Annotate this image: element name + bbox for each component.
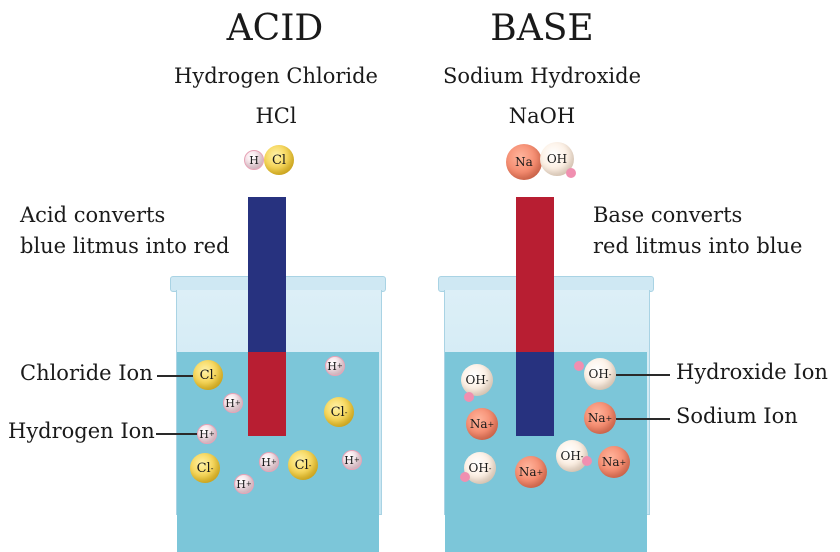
sodium-ion: Na+ [584,402,616,434]
acid-litmus-strip-blue [248,197,286,352]
hydroxide-hydrogen-dot [574,361,584,371]
acid-description: Acid converts blue litmus into red [20,203,230,258]
sodium-ion-label: Sodium Ion [676,404,798,428]
chloride-ion: Cl- [324,397,354,427]
chloride-ion: Cl- [288,450,318,480]
hydroxide-hydrogen-dot [582,456,592,466]
hydroxide-ion-leader [616,374,670,376]
hydrogen-ion: H+ [234,474,254,494]
hcl-chlorine-atom: Cl [264,145,294,175]
acid-formula: HCl [255,104,297,128]
naoh-hydrogen-dot [566,168,576,178]
sodium-ion: Na+ [466,408,498,440]
sodium-ion: Na+ [515,456,547,488]
hydrogen-ion: H+ [325,356,345,376]
chloride-ion-leader [157,375,193,377]
hydrogen-ion: H+ [259,452,279,472]
base-litmus-strip-blue [516,352,554,436]
naoh-sodium-atom: Na [506,144,542,180]
naoh-hydroxide-group: OH [540,142,574,176]
hcl-hydrogen-atom: H [244,150,264,170]
base-litmus-strip-red [516,197,554,352]
base-compound-name: Sodium Hydroxide [442,64,642,88]
hydrogen-ion-label: Hydrogen Ion [8,419,155,443]
acid-compound-name: Hydrogen Chloride [174,64,378,88]
hydrogen-ion: H+ [223,393,243,413]
hydrogen-ion: H+ [197,424,217,444]
hydrogen-ion: H+ [342,450,362,470]
hydroxide-ion: OH- [556,440,588,472]
base-formula: NaOH [508,104,576,128]
hydroxide-ion: OH- [461,364,493,396]
acid-litmus-strip-red [248,352,286,436]
chloride-ion: Cl- [190,453,220,483]
hydrogen-ion-leader [156,433,197,435]
hydroxide-hydrogen-dot [464,392,474,402]
hydroxide-ion-label: Hydroxide Ion [676,360,828,384]
base-description: Base converts red litmus into blue [593,203,803,258]
hydroxide-hydrogen-dot [460,472,470,482]
sodium-ion-leader [616,418,670,420]
base-title: BASE [490,8,594,49]
acid-title: ACID [226,8,324,49]
chloride-ion-label: Chloride Ion [20,361,153,385]
sodium-ion: Na+ [598,446,630,478]
hydroxide-ion: OH- [584,358,616,390]
chloride-ion: Cl- [193,360,223,390]
